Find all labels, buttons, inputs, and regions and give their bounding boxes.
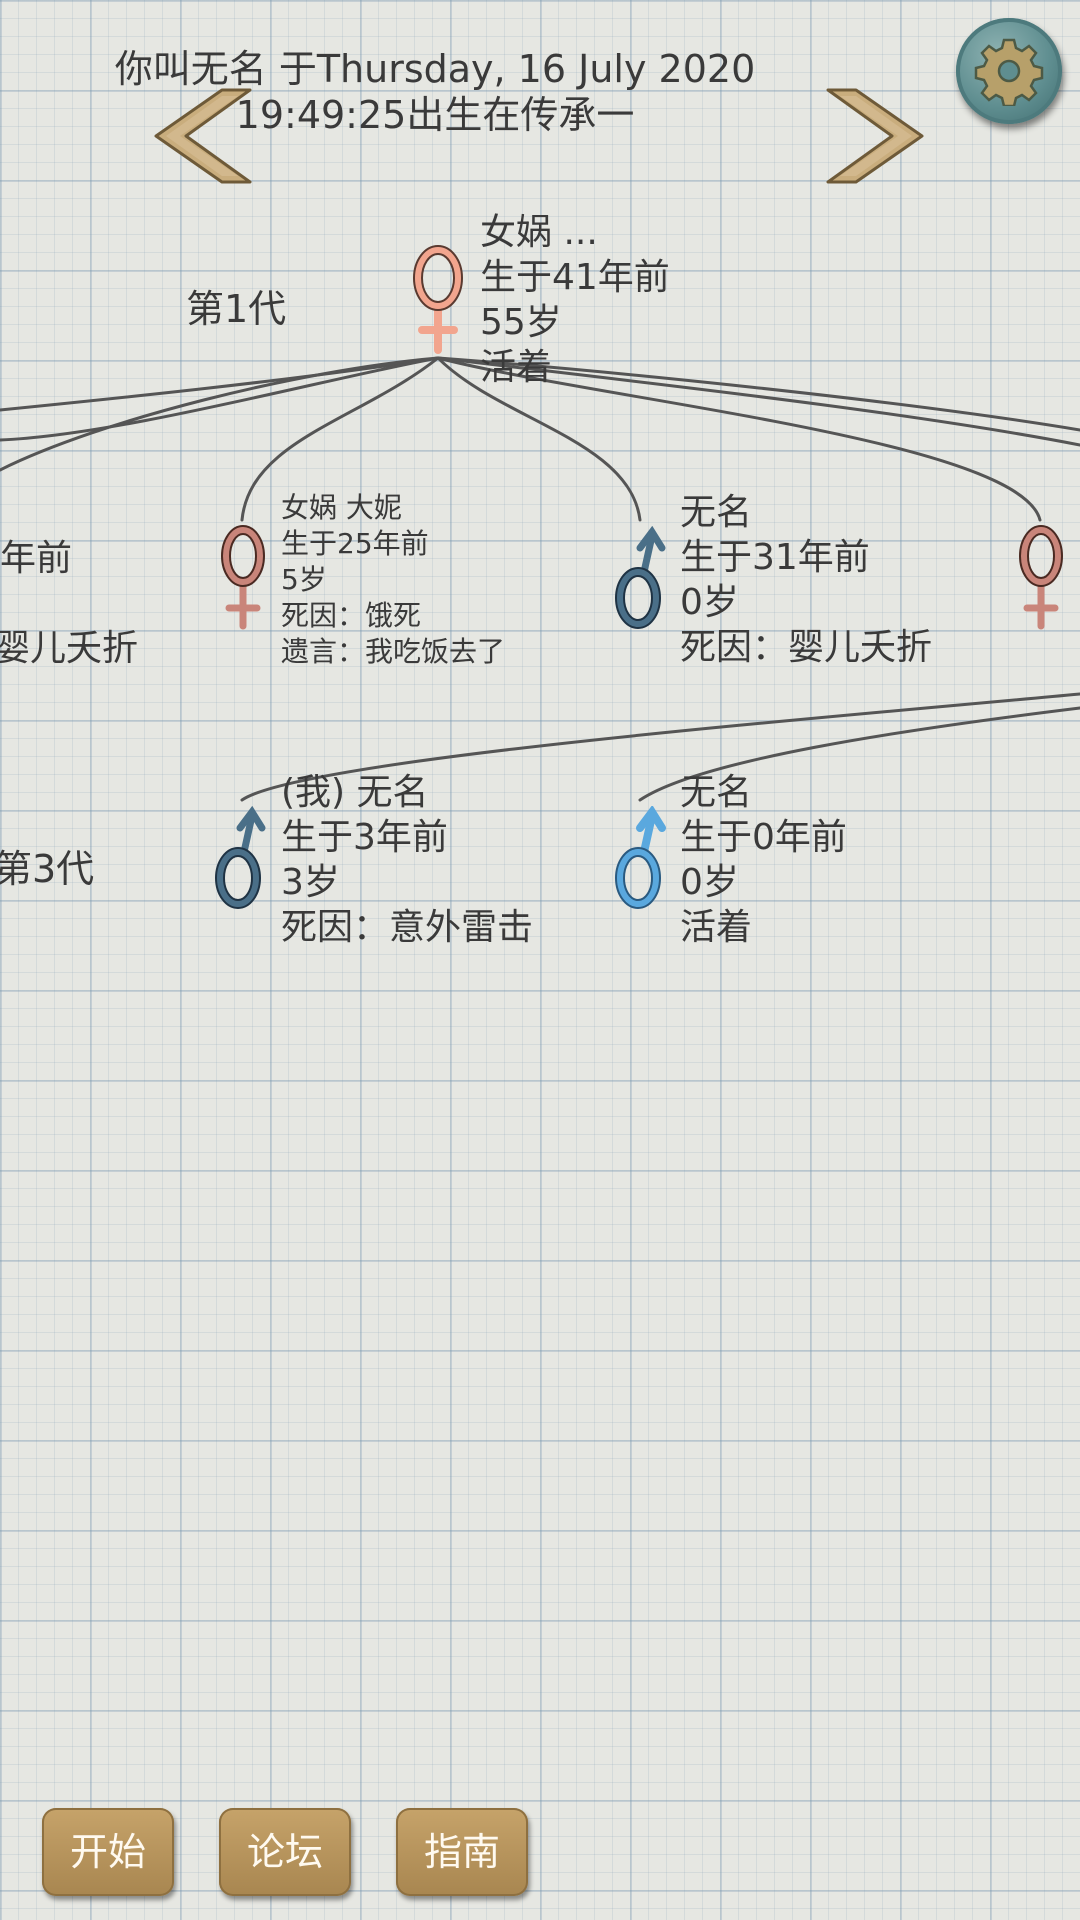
person-cause: 婴儿夭折: [0, 628, 139, 669]
person-last-words: 遗言：我吃饭去了: [281, 635, 506, 668]
son-person-info: 无名 生于31年前 0岁 死因：婴儿夭折: [680, 490, 932, 670]
person-age: 3岁: [281, 862, 340, 903]
person-status: 活着: [480, 347, 553, 388]
person-born: 生于31年前: [680, 537, 870, 578]
person-age: 0岁: [680, 862, 739, 903]
generation-1-label: 第1代: [186, 287, 287, 331]
person-name: 女娲 ...: [480, 212, 598, 253]
me-person-info: (我) 无名 生于3年前 3岁 死因：意外雷击: [281, 770, 533, 950]
chevron-left-icon[interactable]: [152, 86, 252, 186]
left-partial-person-info: 年前 x 婴儿夭折: [0, 536, 138, 671]
person-age: 0岁: [680, 582, 739, 623]
start-button[interactable]: 开始: [42, 1808, 174, 1896]
forum-button[interactable]: 论坛: [219, 1808, 351, 1896]
person-name: 女娲 大妮: [281, 491, 402, 524]
person-born: 生于25年前: [281, 527, 429, 560]
daughter-person-info: 女娲 大妮 生于25年前 5岁 死因：饿死 遗言：我吃饭去了: [281, 490, 505, 670]
person-cause: 死因：意外雷击: [281, 907, 534, 948]
person-name: (我) 无名: [281, 772, 429, 813]
person-cause: 死因：饿死: [281, 599, 422, 632]
person-born: 年前: [0, 538, 73, 579]
person-name: 无名: [680, 772, 753, 813]
chevron-right-icon[interactable]: [826, 86, 926, 186]
person-name: 无名: [680, 492, 753, 533]
female-symbol-icon[interactable]: [410, 244, 466, 356]
person-age: 55岁: [480, 302, 562, 343]
male-symbol-icon[interactable]: [612, 526, 672, 630]
birth-info-line2: 19:49:25出生在传承一: [235, 93, 635, 137]
root-person-info: 女娲 ... 生于41年前 55岁 活着: [480, 210, 670, 390]
gear-icon: [974, 38, 1044, 106]
settings-button[interactable]: [956, 18, 1062, 124]
guide-button[interactable]: 指南: [396, 1808, 528, 1896]
male-symbol-icon[interactable]: [612, 806, 672, 910]
birth-info: 你叫无名 于Thursday, 16 July 2020 19:49:25出生在…: [110, 46, 760, 138]
female-symbol-icon[interactable]: [218, 524, 268, 632]
person-born: 生于41年前: [480, 257, 670, 298]
grandson-person-info: 无名 生于0年前 0岁 活着: [680, 770, 847, 950]
female-symbol-icon[interactable]: [1016, 524, 1066, 632]
person-born: 生于0年前: [680, 817, 847, 858]
person-status: 活着: [680, 907, 753, 948]
person-born: 生于3年前: [281, 817, 448, 858]
generation-3-label: 第3代: [0, 847, 95, 891]
person-cause: 死因：婴儿夭折: [680, 627, 933, 668]
birth-info-line1: 你叫无名 于Thursday, 16 July 2020: [114, 47, 756, 91]
male-symbol-icon[interactable]: [212, 806, 272, 910]
person-age: 5岁: [281, 563, 327, 596]
